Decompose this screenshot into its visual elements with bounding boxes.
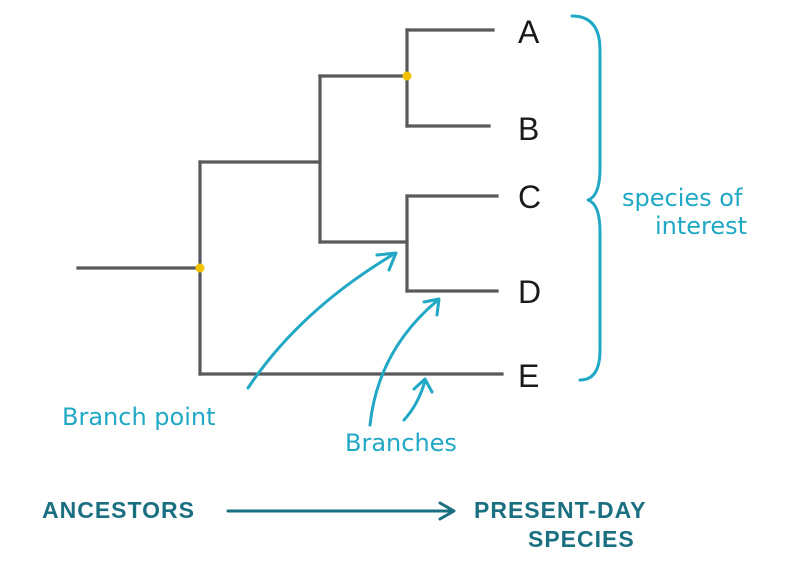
leaf-label-d: D (518, 274, 541, 310)
leaf-label-c: C (518, 179, 541, 215)
branch-point-arrowhead (375, 251, 398, 272)
species-brace (570, 14, 602, 382)
time-axis-arrowhead (438, 501, 456, 521)
ancestors-label: ANCESTORS (42, 497, 195, 523)
ab-branch-point (402, 71, 412, 81)
leaf-label-b: B (518, 111, 539, 147)
interest-label: interest (655, 212, 747, 240)
branch-point-label: Branch point (62, 403, 216, 431)
branches-arrow-short (402, 379, 427, 422)
branches-arrow-short-head (412, 377, 434, 394)
leaf-label-e: E (518, 358, 539, 394)
present-day-label: PRESENT-DAY (474, 497, 646, 523)
tree-branches (76, 28, 504, 376)
branches-label: Branches (345, 429, 457, 457)
species-of-label: species of (622, 184, 743, 212)
branch-point-arrow (246, 252, 396, 390)
branches-arrow-long (368, 298, 440, 427)
branches-arrow-long-head (422, 297, 441, 317)
species-axis-label: SPECIES (528, 526, 635, 552)
root-branch-point (195, 263, 205, 273)
leaf-label-a: A (518, 14, 540, 50)
